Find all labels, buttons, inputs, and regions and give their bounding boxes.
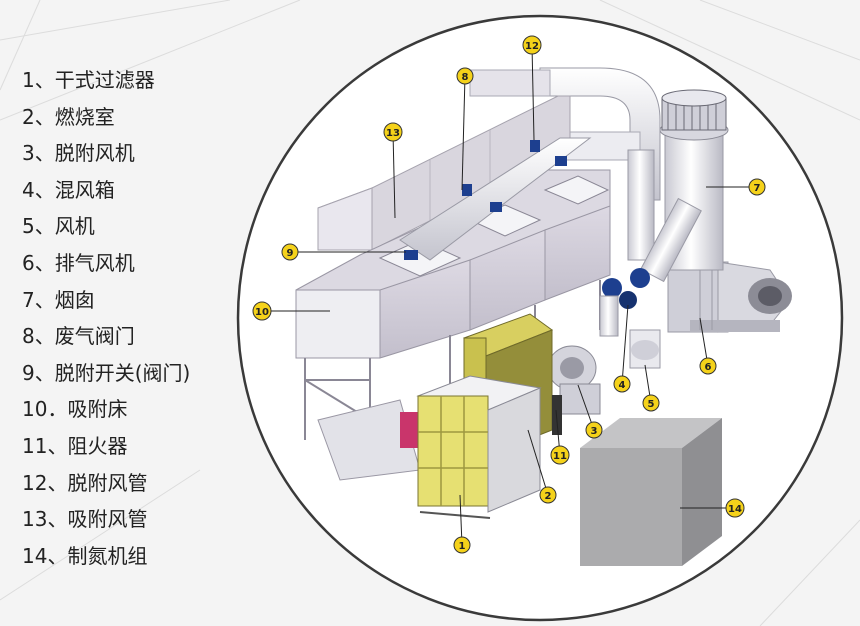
legend-item: 11、阻火器 [22,428,190,465]
legend-number: 2、 [22,104,55,129]
svg-text:9: 9 [287,248,294,259]
svg-text:6: 6 [705,362,712,373]
legend-number: 6、 [22,250,55,275]
callout-7: 7 [748,178,766,196]
callout-1: 1 [453,536,471,554]
svg-text:5: 5 [648,399,655,410]
nitrogen-unit-14 [580,418,722,566]
valve-9 [404,250,418,260]
legend-item: 1、干式过滤器 [22,62,190,99]
callout-5: 5 [642,394,660,412]
callout-6: 6 [699,357,717,375]
legend-number: 1、 [22,68,55,92]
legend-item: 13、吸附风管 [22,501,190,538]
svg-text:11: 11 [553,451,567,462]
legend-label: 燃烧室 [54,104,115,129]
legend-label: 脱附开关(阀门) [54,360,191,385]
svg-text:4: 4 [619,380,626,391]
legend-label: 阻火器 [67,433,128,458]
legend-item: 7、烟囱 [22,282,190,319]
svg-text:12: 12 [525,41,539,52]
fan-5 [629,329,661,369]
component-legend: 1、干式过滤器 2、燃烧室 3、脱附风机 4、混风箱 5、风机 6、排气风机 7… [22,62,190,574]
svg-text:1: 1 [459,541,466,552]
legend-label: 风机 [54,214,95,239]
legend-label: 制氮机组 [67,543,148,568]
svg-text:3: 3 [591,426,598,437]
legend-item: 6、排气风机 [22,245,190,282]
valve-8 [462,184,472,196]
legend-label: 烟囱 [54,287,95,312]
legend-label: 吸附风管 [67,507,148,532]
legend-number: 11、 [22,433,68,458]
svg-text:8: 8 [462,72,469,83]
legend-label: 干式过滤器 [54,68,155,92]
legend-item: 8、废气阀门 [22,318,190,355]
legend-number: 12、 [22,470,68,495]
legend-item: 14、制氮机组 [22,538,190,575]
adsorption-duct-13 [317,95,571,251]
legend-number: 4、 [22,177,55,202]
callout-2: 2 [539,486,557,504]
callout-9: 9 [281,243,299,261]
legend-label: 脱附风机 [54,141,135,166]
callout-12: 12 [522,35,542,55]
svg-text:7: 7 [754,183,761,194]
desorption-duct-12 [469,67,702,283]
dry-filter-1 [416,375,542,519]
legend-item: 12、脱附风管 [22,465,190,502]
callout-10: 10 [252,301,272,321]
svg-text:13: 13 [386,128,400,139]
flame-arrester-11 [552,395,562,435]
pipes-and-valves [399,137,650,337]
legend-number: 9、 [22,360,55,385]
callout-markers: 1 2 3 4 5 6 7 8 9 10 11 12 13 14 [252,35,766,554]
legend-label: 吸附床 [67,397,128,422]
legend-number: 13、 [22,507,68,532]
exhaust-fan-6 [667,261,792,333]
legend-number: 5、 [22,214,55,239]
callout-3: 3 [585,421,603,439]
legend-number: 7、 [22,287,55,312]
svg-text:14: 14 [728,504,742,515]
legend-number: 3、 [22,141,55,166]
legend-number: 14、 [22,543,68,568]
callout-8: 8 [456,67,474,85]
desorption-fan-3 [547,345,601,415]
legend-item: 4、混风箱 [22,172,190,209]
legend-item: 9、脱附开关(阀门) [22,355,190,392]
legend-item: 5、风机 [22,208,190,245]
svg-text:10: 10 [255,307,269,318]
callout-11: 11 [550,445,570,465]
legend-number: 8、 [22,324,55,349]
callout-4: 4 [613,375,631,393]
legend-number: 10． [22,397,68,422]
legend-label: 废气阀门 [54,324,135,349]
legend-label: 混风箱 [54,177,115,202]
legend-item: 10．吸附床 [22,391,190,428]
legend-item: 2、燃烧室 [22,99,190,136]
callout-14: 14 [725,498,745,518]
legend-label: 脱附风管 [67,470,148,495]
callout-13: 13 [383,122,403,142]
legend-label: 排气风机 [54,250,135,275]
svg-text:2: 2 [545,491,552,502]
legend-item: 3、脱附风机 [22,135,190,172]
